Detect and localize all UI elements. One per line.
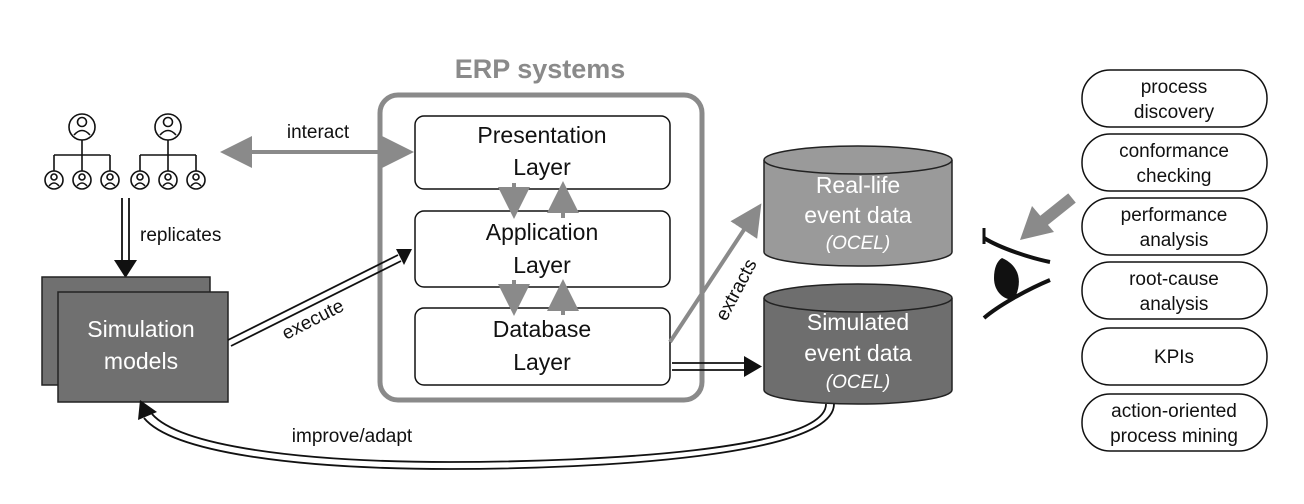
database-layer-line2: Layer <box>513 349 571 375</box>
techniques-list: process discovery conformance checking p… <box>1081 69 1268 452</box>
extracts-arrow <box>668 203 762 344</box>
technique-label: checking <box>1137 166 1212 187</box>
user-icon <box>44 170 64 190</box>
technique-kpis: KPIs <box>1081 327 1268 386</box>
execute-label: execute <box>279 296 348 345</box>
database-to-simulated-arrow <box>672 356 762 377</box>
erp-title: ERP systems <box>455 54 626 84</box>
simulated-event-data-cylinder: Simulated event data (OCEL) <box>763 283 953 405</box>
application-layer-line1: Application <box>486 219 599 245</box>
user-icon <box>72 170 92 190</box>
technique-label: performance <box>1121 205 1228 226</box>
technique-label: process <box>1141 77 1208 98</box>
technique-process-discovery: process discovery <box>1081 69 1268 128</box>
technique-performance-analysis: performance analysis <box>1081 197 1268 256</box>
replicates-label: replicates <box>140 225 221 246</box>
users-org-chart-icon <box>44 113 206 190</box>
real-life-line1: Real-life <box>816 172 900 198</box>
simulated-line1: Simulated <box>807 309 909 335</box>
replicates-arrow <box>114 198 137 278</box>
interact-label: interact <box>287 122 350 143</box>
simulated-line2: event data <box>804 340 912 366</box>
user-icon <box>130 170 150 190</box>
technique-conformance-checking: conformance checking <box>1081 133 1268 192</box>
real-life-line3: (OCEL) <box>826 233 890 254</box>
technique-label: conformance <box>1119 141 1229 162</box>
database-layer-line1: Database <box>493 316 591 342</box>
simulation-models-box: Simulation models <box>41 276 229 403</box>
technique-label: root-cause <box>1129 269 1219 290</box>
manager-user-icon <box>68 113 96 141</box>
observe-arrow <box>1020 193 1076 240</box>
technique-label: discovery <box>1134 102 1215 123</box>
user-icon <box>186 170 206 190</box>
manager-user-icon <box>154 113 182 141</box>
application-layer-line2: Layer <box>513 252 571 278</box>
execute-arrow <box>227 249 412 347</box>
improve-adapt-arrowhead <box>138 400 157 420</box>
technique-root-cause-analysis: root-cause analysis <box>1081 261 1268 320</box>
application-layer: Application Layer <box>414 210 671 288</box>
real-life-event-data-cylinder: Real-life event data (OCEL) <box>763 145 953 267</box>
technique-label: action-oriented <box>1111 401 1237 422</box>
improve-adapt-label: improve/adapt <box>292 426 413 447</box>
presentation-layer: Presentation Layer <box>414 115 671 190</box>
technique-action-oriented-process-mining: action-oriented process mining <box>1081 393 1268 452</box>
technique-label: process mining <box>1110 426 1238 447</box>
layer-arrows <box>498 181 579 316</box>
presentation-layer-line1: Presentation <box>477 122 606 148</box>
technique-label: analysis <box>1140 294 1209 315</box>
technique-label: KPIs <box>1154 347 1194 368</box>
eye-icon <box>982 228 1051 320</box>
simulation-models-line2: models <box>104 348 178 374</box>
technique-label: analysis <box>1140 230 1209 251</box>
improve-adapt-arrow <box>143 403 835 470</box>
user-icon <box>158 170 178 190</box>
database-layer: Database Layer <box>414 307 671 386</box>
simulated-line3: (OCEL) <box>826 372 890 393</box>
presentation-layer-line2: Layer <box>513 154 571 180</box>
erp-container <box>377 92 705 403</box>
real-life-line2: event data <box>804 202 912 228</box>
user-icon <box>100 170 120 190</box>
simulation-models-line1: Simulation <box>87 316 194 342</box>
